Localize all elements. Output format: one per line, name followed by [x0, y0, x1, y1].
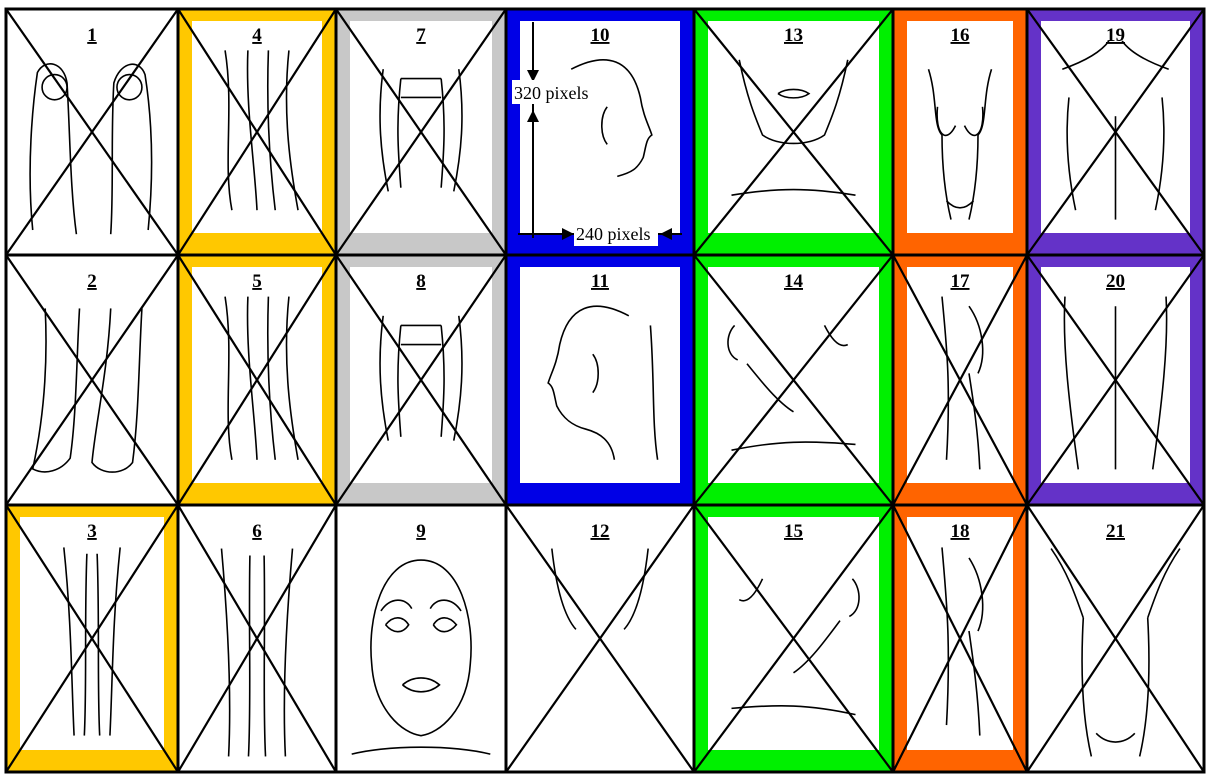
cell-4: 4 — [178, 9, 336, 255]
cell-number: 19 — [1106, 25, 1125, 46]
cell-5: 5 — [178, 255, 336, 505]
cell-number: 11 — [591, 271, 609, 292]
cell-number: 13 — [784, 25, 803, 46]
cell-number: 3 — [87, 521, 97, 542]
width-label: 240 pixels — [576, 224, 651, 244]
cell-12: 12 — [506, 505, 694, 772]
cell-canvas — [708, 21, 879, 233]
cell-19: 19 — [1027, 9, 1204, 255]
cell-number: 5 — [252, 271, 262, 292]
cell-11: 11 — [506, 255, 694, 505]
cell-canvas — [350, 267, 492, 483]
cell-7: 7 — [336, 9, 506, 255]
cell-number: 14 — [784, 271, 804, 292]
cell-13: 13 — [694, 9, 893, 255]
cell-canvas — [336, 517, 506, 772]
cell-10: 10 — [506, 9, 694, 255]
cell-canvas — [520, 21, 680, 233]
cell-canvas — [350, 21, 492, 233]
cell-number: 10 — [591, 25, 610, 46]
cell-1: 1 — [6, 9, 178, 255]
cell-canvas — [907, 517, 1013, 750]
cell-18: 18 — [893, 505, 1027, 772]
cell-number: 21 — [1106, 521, 1125, 542]
cell-9: 9 — [336, 505, 506, 772]
cell-number: 18 — [951, 521, 970, 542]
cell-number: 2 — [87, 271, 97, 292]
cell-16: 16 — [893, 9, 1027, 255]
cell-number: 16 — [951, 25, 970, 46]
cell-20: 20 — [1027, 255, 1204, 505]
cell-number: 4 — [252, 25, 262, 46]
cell-8: 8 — [336, 255, 506, 505]
cell-number: 8 — [416, 271, 426, 292]
cell-number: 9 — [416, 521, 426, 542]
cell-21: 21 — [1027, 505, 1204, 772]
cell-15: 15 — [694, 505, 893, 772]
cell-canvas — [708, 517, 879, 750]
cell-2: 2 — [6, 255, 178, 505]
cell-6: 6 — [178, 505, 336, 772]
cell-number: 12 — [591, 521, 610, 542]
cell-canvas — [907, 21, 1013, 233]
cell-number: 20 — [1106, 271, 1125, 292]
cell-number: 1 — [87, 25, 97, 46]
height-label: 320 pixels — [514, 83, 589, 103]
cell-14: 14 — [694, 255, 893, 505]
cell-canvas — [708, 267, 879, 483]
cell-number: 6 — [252, 521, 262, 542]
cell-number: 15 — [784, 521, 803, 542]
cell-3: 3 — [6, 505, 178, 772]
cell-number: 17 — [951, 271, 971, 292]
cell-number: 7 — [416, 25, 426, 46]
cell-17: 17 — [893, 255, 1027, 505]
